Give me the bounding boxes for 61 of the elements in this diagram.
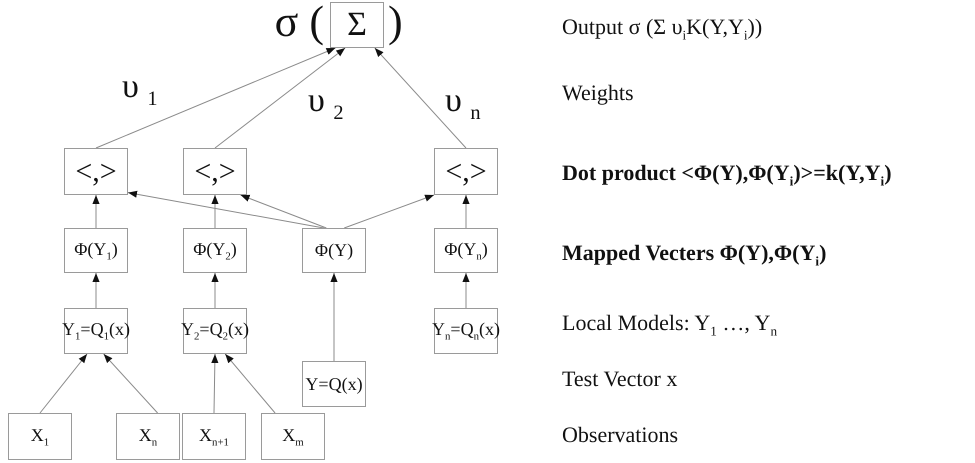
node-box: [182, 413, 246, 460]
arrow: [374, 48, 466, 148]
node-box: [64, 148, 128, 195]
node-box: [302, 228, 366, 273]
node-label: Y$_{n}$=Q$_{n}$(x): [432, 319, 500, 343]
node-annotation: ): [388, 0, 403, 44]
node-label: Φ(Y$_{2}$): [193, 238, 237, 262]
row-label: Output σ (Σ υ$_{i}$K(Y,Y$_{i}$)): [562, 16, 762, 42]
node-label: Y=Q(x): [305, 374, 363, 394]
row-label: Dot product <Φ(Y),Φ(Y$_{i}$)>=k(Y,Y$_{i}$): [562, 162, 892, 188]
arrow: [462, 272, 470, 308]
node-label: X$_{m}$: [282, 424, 304, 448]
node-label: <,>: [194, 154, 236, 188]
arrow: [128, 190, 324, 228]
node-box: [434, 148, 498, 195]
row-label: Test Vector x: [562, 368, 678, 390]
edge-label: υ $_{n}$: [445, 84, 481, 124]
arrow: [96, 48, 336, 148]
arrow: [103, 354, 158, 414]
arrow: [40, 354, 88, 414]
row-label: Observations: [562, 424, 678, 446]
arrow: [344, 194, 434, 228]
node-label: Σ: [347, 6, 367, 44]
node-box: [434, 228, 498, 273]
node-label: X$_{1}$: [30, 424, 50, 448]
node-label: X$_{n+1}$: [199, 424, 229, 448]
arrow: [211, 354, 218, 414]
node-box: [183, 228, 247, 273]
node-box: [330, 2, 384, 48]
node-label: Φ(Y$_{n}$): [444, 238, 488, 262]
node-label: Φ(Y$_{1}$): [74, 238, 118, 262]
node-box: [183, 308, 247, 354]
row-label: Weights: [562, 82, 634, 104]
node-label: X$_{n}$: [138, 424, 158, 448]
node-box: [64, 228, 128, 273]
edge-label: υ $_{1}$: [122, 70, 158, 110]
node-label: <,>: [445, 154, 487, 188]
node-box: [302, 361, 366, 407]
node-annotation: σ (: [274, 0, 324, 44]
arrow: [211, 194, 219, 228]
arrow: [92, 194, 100, 228]
arrow: [211, 272, 219, 308]
node-label: Φ(Y): [314, 240, 354, 261]
arrow: [240, 194, 327, 228]
node-box: [183, 148, 247, 195]
arrow: [214, 48, 346, 148]
node-box: [116, 413, 180, 460]
node-label: Y$_{1}$=Q$_{1}$(x): [62, 319, 130, 343]
arrow: [330, 272, 338, 362]
arrow: [462, 194, 470, 228]
row-label: Local Models: Y$_{1}$ …, Y$_{n}$: [562, 312, 778, 338]
node-label: <,>: [75, 154, 117, 188]
node-box: [434, 308, 498, 354]
node-box: [261, 413, 325, 460]
row-label: Mapped Vecters Φ(Y),Φ(Y$_{i}$): [562, 242, 826, 268]
node-box: [8, 413, 72, 460]
arrow: [224, 354, 276, 414]
node-box: [64, 308, 128, 354]
edge-label: υ $_{2}$: [308, 84, 344, 124]
arrow: [92, 272, 100, 308]
node-label: Y$_{2}$=Q$_{2}$(x): [181, 319, 249, 343]
